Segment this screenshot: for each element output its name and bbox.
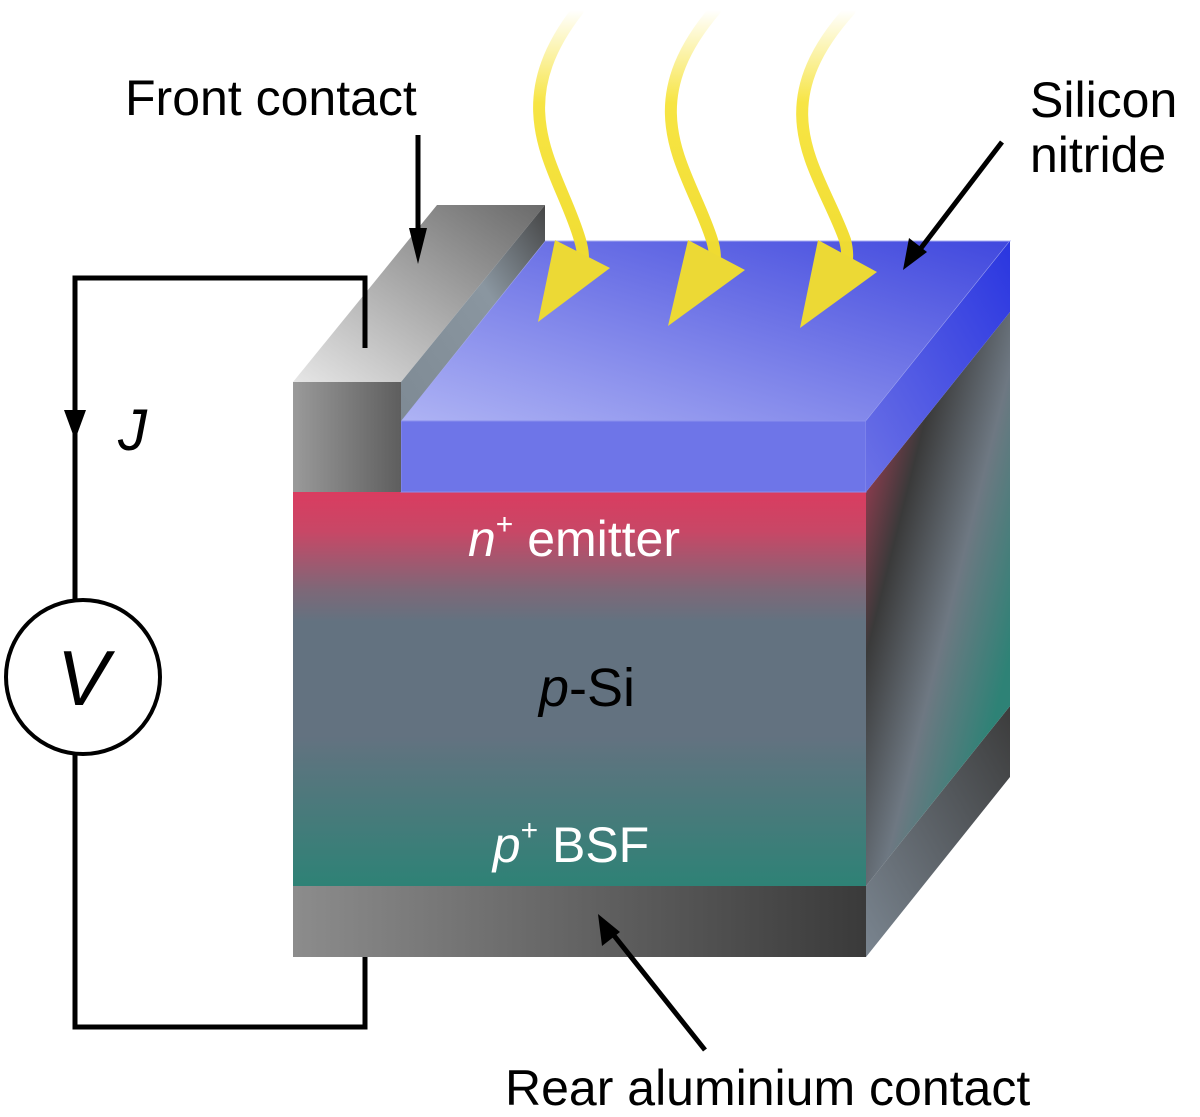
silicon-side-face: [866, 312, 1010, 886]
front-contact-label: Front contact: [125, 70, 417, 126]
emitter-label: n+ emitter: [468, 508, 680, 567]
voltage-label: V: [57, 634, 116, 722]
current-direction-arrow: [64, 410, 86, 440]
silicon-nitride-pointer-arrow: [903, 140, 1004, 270]
current-label: J: [117, 398, 148, 463]
front-contact-side: [401, 205, 545, 421]
rear-contact-label: Rear aluminium contact: [505, 1060, 1030, 1116]
p-si-label: p-Si: [537, 658, 635, 718]
voltmeter: V: [4, 598, 162, 756]
sunlight-rays: [533, 4, 877, 328]
silicon-front-face: [293, 492, 866, 886]
bsf-label: p+ BSF: [491, 814, 649, 873]
front-contact-front: [293, 382, 401, 492]
front-contact-pointer-arrow: [409, 135, 427, 264]
light-ray-icon: [664, 4, 745, 326]
nitride-front-face: [400, 420, 867, 493]
light-ray-icon: [533, 4, 610, 322]
rear-contact-pointer-arrow: [598, 914, 707, 1052]
light-ray-icon: [796, 4, 877, 328]
front-contact-top: [293, 205, 545, 382]
rear-contact-front: [293, 886, 866, 957]
rear-contact-side: [866, 706, 1010, 957]
nitride-side-face: [866, 241, 1010, 492]
